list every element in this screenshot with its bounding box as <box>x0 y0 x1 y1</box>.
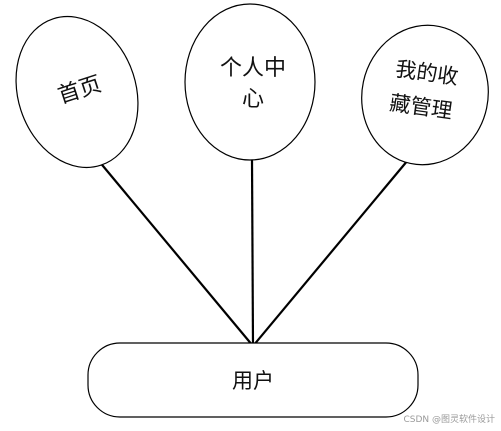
node-personal-center-line-1: 个人中 <box>220 56 286 81</box>
connector-favorites <box>252 159 409 347</box>
watermark: CSDN @图灵软件设计 <box>403 415 495 425</box>
node-favorites-management: 我的收 藏管理 <box>361 24 489 166</box>
node-user: 用户 <box>87 342 419 418</box>
node-home-shape <box>15 15 139 169</box>
node-personal-center-line-2: 心 <box>242 87 264 112</box>
node-personal-center-shape <box>184 3 316 161</box>
node-user-shape <box>87 342 419 418</box>
node-favorites-shape <box>361 24 489 166</box>
node-personal-center: 个人中 心 <box>184 3 316 161</box>
connector-personal-center <box>250 159 255 347</box>
node-home: 首页 <box>15 15 139 169</box>
connectors <box>97 159 409 347</box>
connector-home <box>97 159 254 347</box>
node-user-label: 用户 <box>232 369 274 393</box>
